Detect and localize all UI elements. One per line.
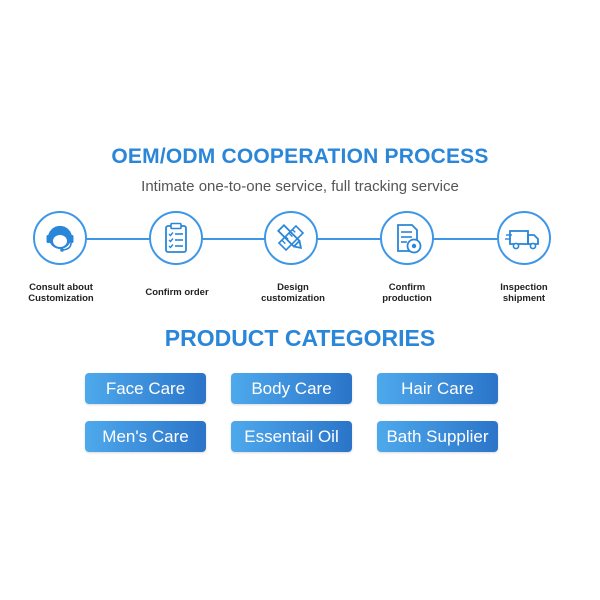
step-shipment-circle	[497, 211, 551, 265]
step-design-label: Design customization	[261, 282, 325, 304]
step-production-circle	[380, 211, 434, 265]
category-bath-supplier[interactable]: Bath Supplier	[377, 421, 498, 452]
category-body-care[interactable]: Body Care	[231, 373, 352, 404]
categories-title: PRODUCT CATEGORIES	[164, 325, 436, 351]
process-subtitle: Intimate one-to-one service, full tracki…	[141, 178, 459, 195]
step-shipment-label: Inspection shipment	[500, 282, 548, 304]
headset-icon	[46, 225, 74, 252]
step-design-circle	[264, 211, 318, 265]
step-consult-circle	[33, 211, 87, 265]
process-title: OEM/ODM COOPERATION PROCESS	[111, 145, 489, 168]
document-gear-icon	[397, 224, 422, 254]
category-hair-care[interactable]: Hair Care	[377, 373, 498, 404]
category-face-care[interactable]: Face Care	[85, 373, 206, 404]
category-mens-care[interactable]: Men's Care	[85, 421, 206, 452]
category-essential-oil[interactable]: Essentail Oil	[231, 421, 352, 452]
step-consult-label: Consult about Customization	[28, 282, 94, 304]
step-production-label: Confirm production	[382, 282, 432, 304]
step-order-circle	[149, 211, 203, 265]
truck-icon	[505, 230, 539, 250]
design-tools-icon	[276, 223, 305, 252]
clipboard-icon	[165, 222, 187, 253]
step-order-label: Confirm order	[145, 287, 209, 298]
